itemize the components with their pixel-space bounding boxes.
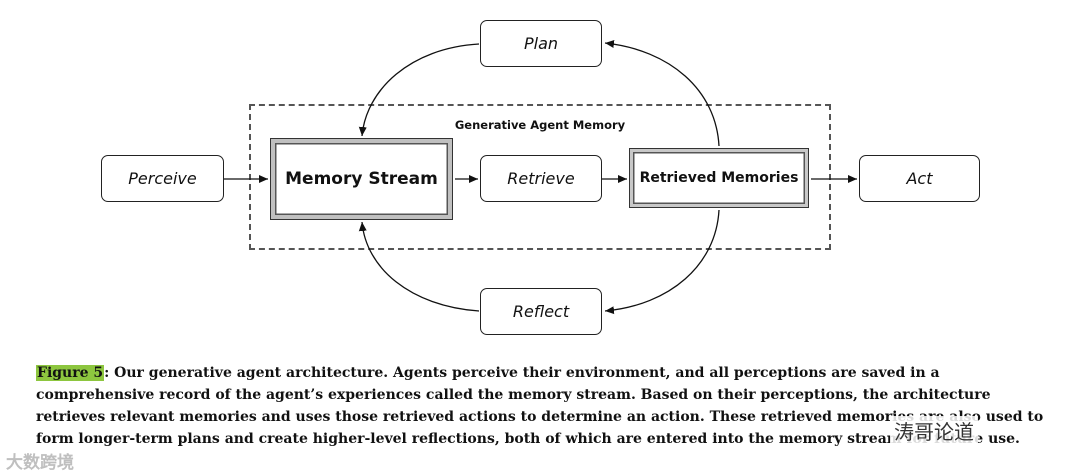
arrow-retrieved-memories-to-plan bbox=[604, 39, 720, 147]
arrow-retrieved-memories-to-reflect bbox=[604, 209, 720, 315]
act-label: Act bbox=[906, 169, 933, 188]
retrieved-memories-node: Retrieved Memories bbox=[629, 148, 809, 208]
perceive-label: Perceive bbox=[128, 169, 197, 188]
caption-label: Figure 5 bbox=[36, 365, 105, 381]
figure-caption: Figure 5: Our generative agent architect… bbox=[36, 362, 1046, 450]
watermark-right: 涛哥论道 bbox=[890, 416, 978, 445]
arrow-reflect-to-memory-stream bbox=[358, 221, 480, 312]
generative-agent-memory-group bbox=[249, 104, 831, 250]
retrieved-memories-label: Retrieved Memories bbox=[639, 170, 799, 186]
perceive-node: Perceive bbox=[101, 155, 224, 202]
plan-node: Plan bbox=[480, 20, 602, 67]
memory-stream-label: Memory Stream bbox=[285, 169, 438, 189]
caption-text: : Our generative agent architecture. Age… bbox=[36, 365, 1044, 447]
reflect-label: Reflect bbox=[512, 302, 570, 321]
reflect-node: Reflect bbox=[480, 288, 602, 335]
retrieve-node: Retrieve bbox=[480, 155, 602, 202]
plan-label: Plan bbox=[523, 34, 559, 53]
retrieve-label: Retrieve bbox=[507, 169, 575, 188]
group-title: Generative Agent Memory bbox=[454, 118, 626, 132]
memory-stream-node: Memory Stream bbox=[270, 138, 453, 220]
arrow-plan-to-memory-stream bbox=[358, 43, 480, 137]
act-node: Act bbox=[859, 155, 980, 202]
watermark-left: 大数跨境 bbox=[6, 453, 74, 473]
